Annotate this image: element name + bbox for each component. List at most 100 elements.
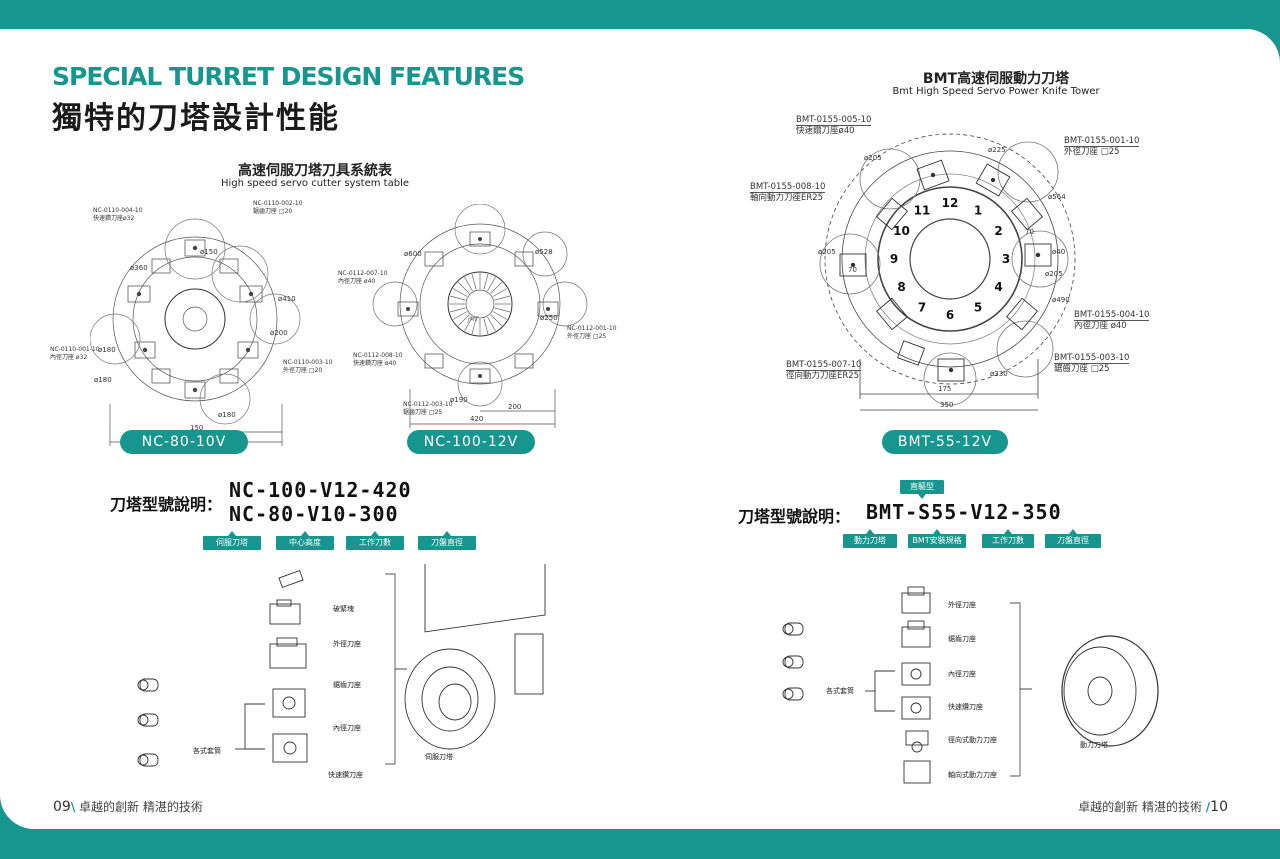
dial-number: 3 bbox=[1002, 252, 1010, 266]
left-page: SPECIAL TURRET DESIGN FEATURES 獨特的刀塔設計性能… bbox=[0, 29, 640, 829]
dial-number: 7 bbox=[918, 300, 926, 314]
dial-number: 9 bbox=[890, 252, 898, 266]
model-label: 刀塔型號說明： bbox=[110, 495, 223, 514]
dim-360: ø360 bbox=[130, 264, 148, 272]
part-od-holder: 外徑刀座 bbox=[333, 640, 361, 648]
dim-490: ø490 bbox=[1052, 296, 1070, 304]
page-title-zh: 獨特的刀塔設計性能 bbox=[52, 101, 340, 136]
dim-200: 200 bbox=[508, 403, 521, 411]
bmt-part-id: 內徑刀座 bbox=[948, 670, 976, 678]
sleeves-label: 各式套筒 bbox=[193, 747, 221, 755]
dial-number: 4 bbox=[994, 280, 1002, 294]
dim-150b: ø150 bbox=[200, 248, 218, 256]
dim-350: 350 bbox=[940, 401, 953, 409]
part-drill-holder: 快速鑽刀座 bbox=[328, 771, 363, 779]
tag-tool-count: 工作刀數 bbox=[346, 531, 404, 550]
dim-70a: 70 bbox=[848, 266, 857, 274]
tag-power-turret: 動力刀塔 bbox=[843, 529, 897, 548]
nc-80-10v-pill: NC-80-10V bbox=[120, 430, 248, 454]
part-id-holder: 內徑刀座 bbox=[333, 724, 361, 732]
left-parts-diagram bbox=[137, 564, 546, 767]
dim-528: ø528 bbox=[535, 248, 553, 256]
dim-190: ø190 bbox=[450, 396, 468, 404]
dim-330: ø330 bbox=[990, 370, 1008, 378]
tag-direct-drive: 直驅型 bbox=[900, 480, 944, 499]
bmt-sleeves-label: 各式套筒 bbox=[826, 687, 854, 695]
right-parts-diagram bbox=[782, 586, 1159, 784]
dial-number: 10 bbox=[893, 224, 910, 238]
brochure-spread: SPECIAL TURRET DESIGN FEATURES 獨特的刀塔設計性能… bbox=[0, 29, 1280, 829]
dim-180a: ø180 bbox=[98, 346, 116, 354]
dim-205b: ø205 bbox=[864, 154, 882, 162]
dial-number: 1 bbox=[974, 204, 982, 218]
nc-80-10v-drawing: 150 300 ø410 ø200 ø180 ø180 ø180 ø360 ø1… bbox=[90, 218, 301, 446]
bmt-model-label: 刀塔型號說明： bbox=[738, 507, 851, 526]
dial-number: 2 bbox=[994, 224, 1002, 238]
bmt-title-zh: BMT高速伺服動力刀塔 bbox=[922, 71, 1070, 87]
dim-564: ø564 bbox=[1048, 193, 1066, 201]
power-turret-label: 動力刀塔 bbox=[1080, 741, 1108, 749]
bmt-part-axial: 軸向式動力刀座 bbox=[948, 771, 997, 779]
dim-410: ø410 bbox=[278, 295, 296, 303]
section-title-zh: 高速伺服刀塔刀具系統表 bbox=[238, 163, 392, 179]
dim-600: ø600 bbox=[404, 250, 422, 258]
dim-225: ø225 bbox=[988, 146, 1006, 154]
svg-text:JMT: JMT bbox=[467, 316, 480, 323]
dim-70b: 70 bbox=[1025, 228, 1034, 236]
model-code-1: NC-100-V12-420 bbox=[229, 478, 412, 502]
right-page: BMT高速伺服動力刀塔 Bmt High Speed Servo Power K… bbox=[640, 29, 1280, 829]
dial-number: 5 bbox=[974, 300, 982, 314]
tag-disc-diameter-r: 刀盤直徑 bbox=[1045, 529, 1101, 548]
bmt-55-12v-pill: BMT-55-12V bbox=[882, 430, 1008, 454]
bmt-part-od: 外徑刀座 bbox=[948, 601, 976, 609]
left-footer: 09\ 卓越的創新 精湛的技術 bbox=[53, 799, 203, 815]
servo-turret-label: 伺服刀塔 bbox=[425, 753, 453, 761]
dim-180b: ø180 bbox=[218, 411, 236, 419]
tag-servo-turret: 伺服刀塔 bbox=[203, 531, 261, 550]
dim-40: ø40 bbox=[1052, 248, 1065, 256]
tag-center-height: 中心高度 bbox=[276, 531, 334, 550]
nc-100-12v-drawing: 200 420 ø250 ø190 ø528 ø600 JMT bbox=[372, 204, 588, 428]
tag-disc-diameter: 刀盤直徑 bbox=[418, 531, 476, 550]
dim-175: 175 bbox=[938, 385, 951, 393]
bmt-part-radial: 徑向式動力刀座 bbox=[948, 736, 997, 744]
dim-180c: ø180 bbox=[94, 376, 112, 384]
nc-100-12v-pill: NC-100-12V bbox=[407, 430, 535, 454]
part-saw-holder: 鋸齒刀座 bbox=[333, 681, 361, 689]
dial-number: 8 bbox=[897, 280, 905, 294]
right-footer: 卓越的創新 精湛的技術 /10 bbox=[1078, 799, 1228, 815]
tag-bmt-spec: BMT安裝規格 bbox=[908, 529, 966, 548]
bmt-part-saw: 鋸齒刀座 bbox=[948, 635, 976, 643]
page-title-en: SPECIAL TURRET DESIGN FEATURES bbox=[52, 62, 525, 91]
dial-number: 6 bbox=[946, 308, 954, 322]
tag-tool-count-r: 工作刀數 bbox=[982, 529, 1034, 548]
model-code-2: NC-80-V10-300 bbox=[229, 502, 399, 526]
dim-420: 420 bbox=[470, 415, 483, 423]
dim-205a: ø205 bbox=[818, 248, 836, 256]
part-clamp-block: 破緊塊 bbox=[333, 605, 354, 613]
bmt-title-en: Bmt High Speed Servo Power Knife Tower bbox=[892, 86, 1100, 97]
dim-250: ø250 bbox=[540, 314, 558, 322]
dial-number: 11 bbox=[914, 204, 931, 218]
dial-number: 12 bbox=[942, 196, 959, 210]
section-title-en: High speed servo cutter system table bbox=[220, 178, 410, 189]
bmt-model-code: BMT-S55-V12-350 bbox=[866, 500, 1062, 524]
bmt-part-drill: 快速鑽刀座 bbox=[948, 703, 983, 711]
dim-200: ø200 bbox=[270, 329, 288, 337]
dim-150: 150 bbox=[190, 424, 203, 432]
